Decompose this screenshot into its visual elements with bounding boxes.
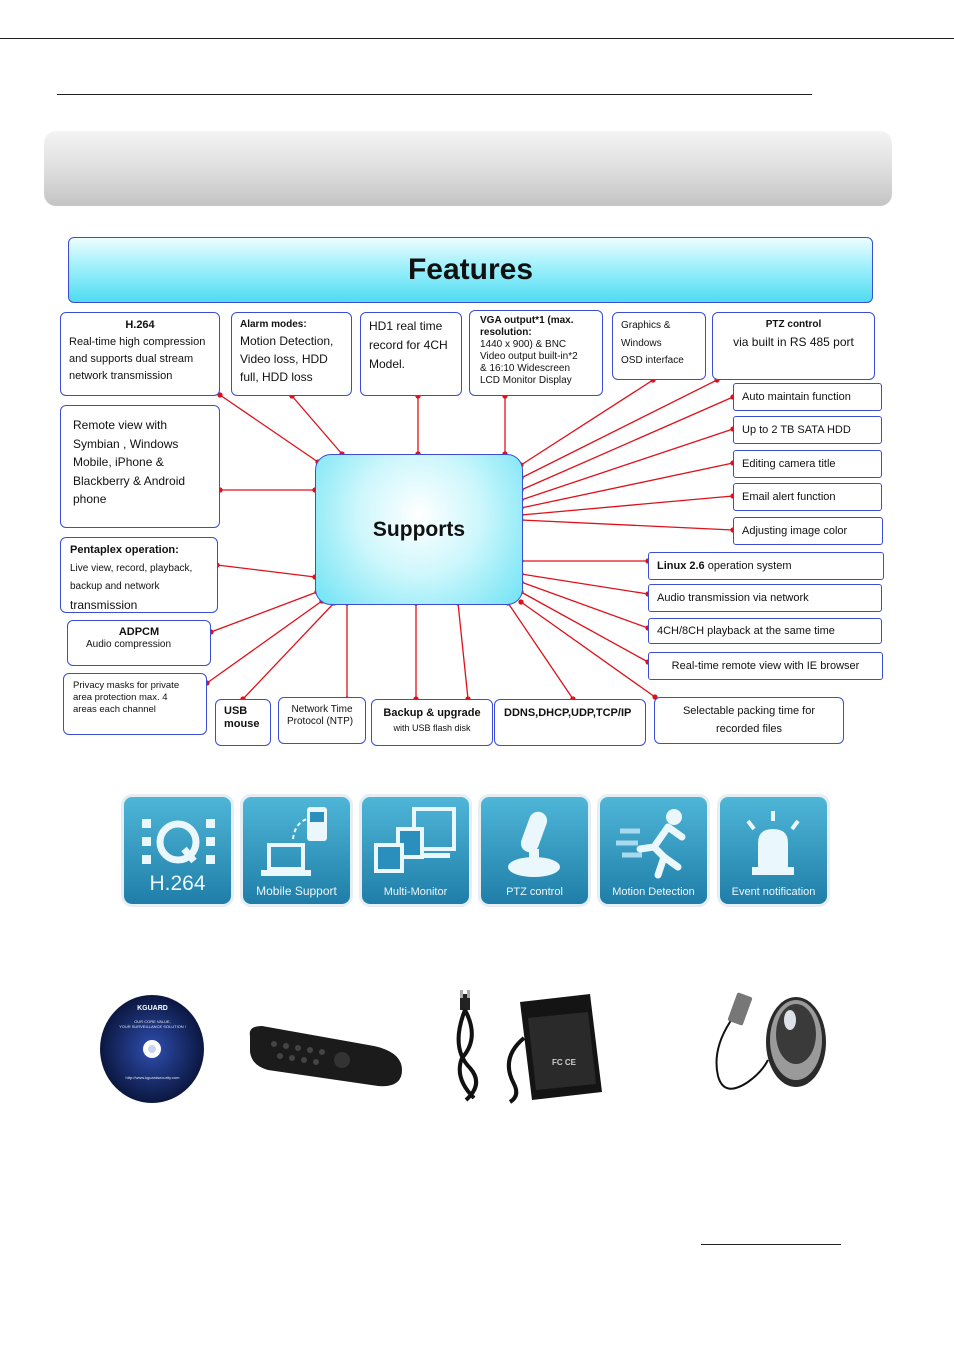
feature-packing: Selectable packing time for recorded fil… <box>654 697 844 744</box>
icon-label: Mobile Support <box>243 884 350 898</box>
feature-h264-line: and supports dual stream <box>69 351 211 368</box>
alarm-light-icon: Event notification <box>720 797 827 904</box>
feature-hd1-line: Model. <box>369 355 453 374</box>
feature-remote-line: Remote view with <box>73 416 207 435</box>
feature-email-alert: Email alert function <box>733 483 882 511</box>
remote-control <box>244 1022 404 1092</box>
feature-hd1-line: record for 4CH <box>369 336 453 355</box>
feature-alarm-head: Alarm modes: <box>240 317 343 332</box>
running-person-icon: Motion Detection <box>600 797 707 904</box>
feature-adpcm: ADPCM Audio compression <box>67 620 211 666</box>
quicktime-icon: H.264 <box>124 797 231 904</box>
feature-vga-head: VGA output*1 (max. resolution: <box>480 315 592 339</box>
feature-linux-rest: operation system <box>705 560 792 572</box>
feature-remote-view: Remote view with Symbian , Windows Mobil… <box>60 405 220 528</box>
feature-privacy: Privacy masks for private area protectio… <box>63 673 207 735</box>
feature-graphics-line: OSD interface <box>621 352 697 370</box>
monitors-icon: Multi-Monitor <box>362 797 469 904</box>
feature-audio-network: Audio transmission via network <box>648 584 882 612</box>
footer-rule <box>701 1244 841 1245</box>
icon-label: Multi-Monitor <box>362 886 469 898</box>
icon-label: PTZ control <box>481 886 588 898</box>
feature-vga: VGA output*1 (max. resolution: 1440 x 90… <box>469 310 603 396</box>
feature-ptz-line: via built in RS 485 port <box>721 333 866 352</box>
feature-alarm-line: Motion Detection, <box>240 332 343 350</box>
cd-brand: KGUARD <box>100 1005 205 1012</box>
icon-label: Event notification <box>720 886 827 898</box>
feature-remote-line: Symbian , Windows <box>73 435 207 454</box>
feature-playback: 4CH/8CH playback at the same time <box>648 618 882 644</box>
feature-sata-hdd: Up to 2 TB SATA HDD <box>733 416 882 444</box>
feature-vga-line: LCD Monitor Display <box>480 375 592 387</box>
icon-label: H.264 <box>124 872 231 896</box>
laptop-phone-icon: Mobile Support <box>243 797 350 904</box>
feature-linux-bold: Linux 2.6 <box>657 560 705 572</box>
feature-ie-remote: Real-time remote view with IE browser <box>648 652 883 680</box>
feature-pentaplex-last: transmission <box>70 595 208 616</box>
software-cd: KGUARD OUR CORE VALUE, YOUR SURVEILLANCE… <box>100 995 205 1103</box>
feature-remote-line: Blackberry & Android <box>73 472 207 491</box>
feature-pentaplex-head: Pentaplex operation: <box>70 541 208 560</box>
supports-hub: Supports <box>315 454 523 605</box>
feature-backup: Backup & upgrade with USB flash disk <box>371 699 493 746</box>
feature-camera-title: Editing camera title <box>733 450 882 478</box>
icon-label: Motion Detection <box>600 886 707 898</box>
feature-packing-line: recorded files <box>663 721 835 739</box>
feature-ptz: PTZ control via built in RS 485 port <box>712 312 875 380</box>
feature-hd1: HD1 real time record for 4CH Model. <box>360 312 462 396</box>
feature-ptz-head: PTZ control <box>721 317 866 333</box>
adapter-label: FC CE <box>552 1058 576 1067</box>
feature-h264-line: Real-time high compression <box>69 334 211 351</box>
feature-hd1-line: HD1 real time <box>369 317 453 336</box>
feature-ntp-line: Network Time <box>287 704 357 716</box>
features-title: Features <box>68 237 873 303</box>
feature-backup-head: Backup & upgrade <box>378 705 486 722</box>
feature-image-color: Adjusting image color <box>733 517 883 545</box>
feature-alarm-line: Video loss, HDD <box>240 350 343 368</box>
usb-mouse <box>698 990 830 1102</box>
feature-usb-line: mouse <box>224 718 262 731</box>
feature-pentaplex: Pentaplex operation: Live view, record, … <box>60 537 218 613</box>
feature-pentaplex-line: Live view, record, playback, <box>70 560 208 578</box>
feature-h264: H.264 Real-time high compression and sup… <box>60 312 220 396</box>
feature-usb-line: USB <box>224 705 262 718</box>
feature-alarm-line: full, HDD loss <box>240 368 343 386</box>
feature-ntp: Network Time Protocol (NTP) <box>278 697 366 744</box>
cd-url: http://www.kguardsecurity.com <box>100 1075 205 1080</box>
feature-pentaplex-line: backup and network <box>70 578 208 596</box>
feature-privacy-line: areas each channel <box>73 704 197 716</box>
feature-ddns: DDNS,DHCP,UDP,TCP/IP <box>494 699 646 746</box>
feature-ntp-line: Protocol (NTP) <box>287 716 357 728</box>
feature-remote-line: Mobile, iPhone & <box>73 453 207 472</box>
power-adapter: FC CE <box>440 988 610 1104</box>
feature-h264-line: network transmission <box>69 368 211 385</box>
feature-privacy-line: area protection max. 4 <box>73 692 197 704</box>
feature-vga-line: 1440 x 900) & BNC <box>480 339 592 351</box>
feature-vga-line: & 16:10 Widescreen <box>480 363 592 375</box>
feature-graphics: Graphics & Windows OSD interface <box>612 312 706 380</box>
feature-vga-line: Video output built-in*2 <box>480 351 592 363</box>
feature-adpcm-head: ADPCM <box>86 626 192 639</box>
feature-backup-sub: with USB flash disk <box>378 722 486 736</box>
feature-graphics-line: Graphics & <box>621 317 697 335</box>
feature-linux: Linux 2.6 operation system <box>648 552 884 580</box>
feature-graphics-line: Windows <box>621 335 697 353</box>
feature-h264-head: H.264 <box>69 317 211 334</box>
feature-alarm: Alarm modes: Motion Detection, Video los… <box>231 312 352 396</box>
joystick-icon: PTZ control <box>481 797 588 904</box>
feature-remote-line: phone <box>73 490 207 509</box>
feature-auto-maintain: Auto maintain function <box>733 383 882 411</box>
feature-privacy-line: Privacy masks for private <box>73 680 197 692</box>
feature-usb-mouse: USB mouse <box>215 699 271 746</box>
feature-packing-line: Selectable packing time for <box>663 703 835 721</box>
cd-text-2: YOUR SURVEILLANCE SOLUTION ! <box>100 1024 205 1029</box>
feature-adpcm-sub: Audio compression <box>86 639 192 651</box>
